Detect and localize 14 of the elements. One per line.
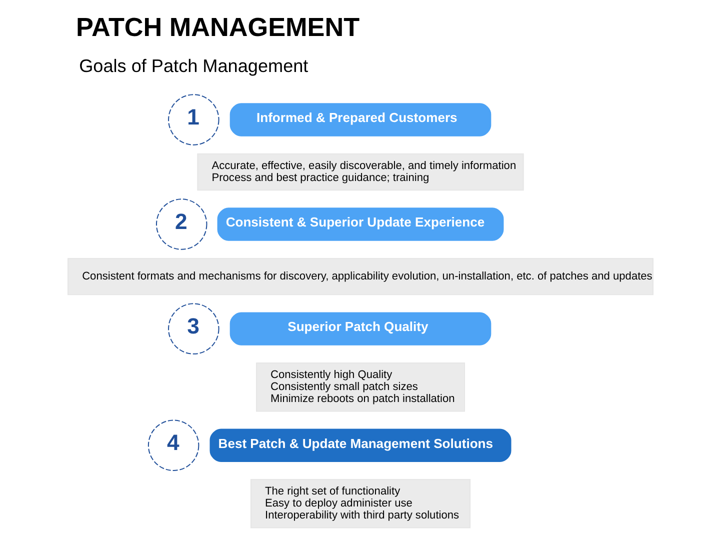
node-box: Accurate, effective, easily discoverable, and timely information Process and best practice guidance; training — [196, 153, 524, 191]
node-box: Consistent formats and mechanisms for discovery, applicability evolution, un-installation, etc. of patches and updates — [67, 258, 653, 296]
node-box: The right set of functionality Easy to deploy administer use Interoperability with third party solutions — [250, 479, 470, 528]
label: Goals of Patch Management — [78, 56, 308, 76]
node-box: Consistently high Quality Consistently small patch sizes Minimize reboots on patch installation — [255, 362, 465, 412]
node-circle: 4 — [147, 420, 199, 472]
node-circle: 3 — [168, 303, 219, 354]
node-box: Informed & Prepared Customers — [229, 103, 491, 136]
node-circle: 2 — [155, 198, 207, 250]
node-circle: 1 — [168, 94, 219, 146]
node-box: Best Patch & Update Management Solutions — [209, 428, 511, 462]
node-box: Consistent & Superior Update Experience — [216, 208, 504, 241]
diagram-title: PATCH MANAGEMENT — [76, 12, 360, 42]
node-box: Superior Patch Quality — [229, 312, 491, 346]
